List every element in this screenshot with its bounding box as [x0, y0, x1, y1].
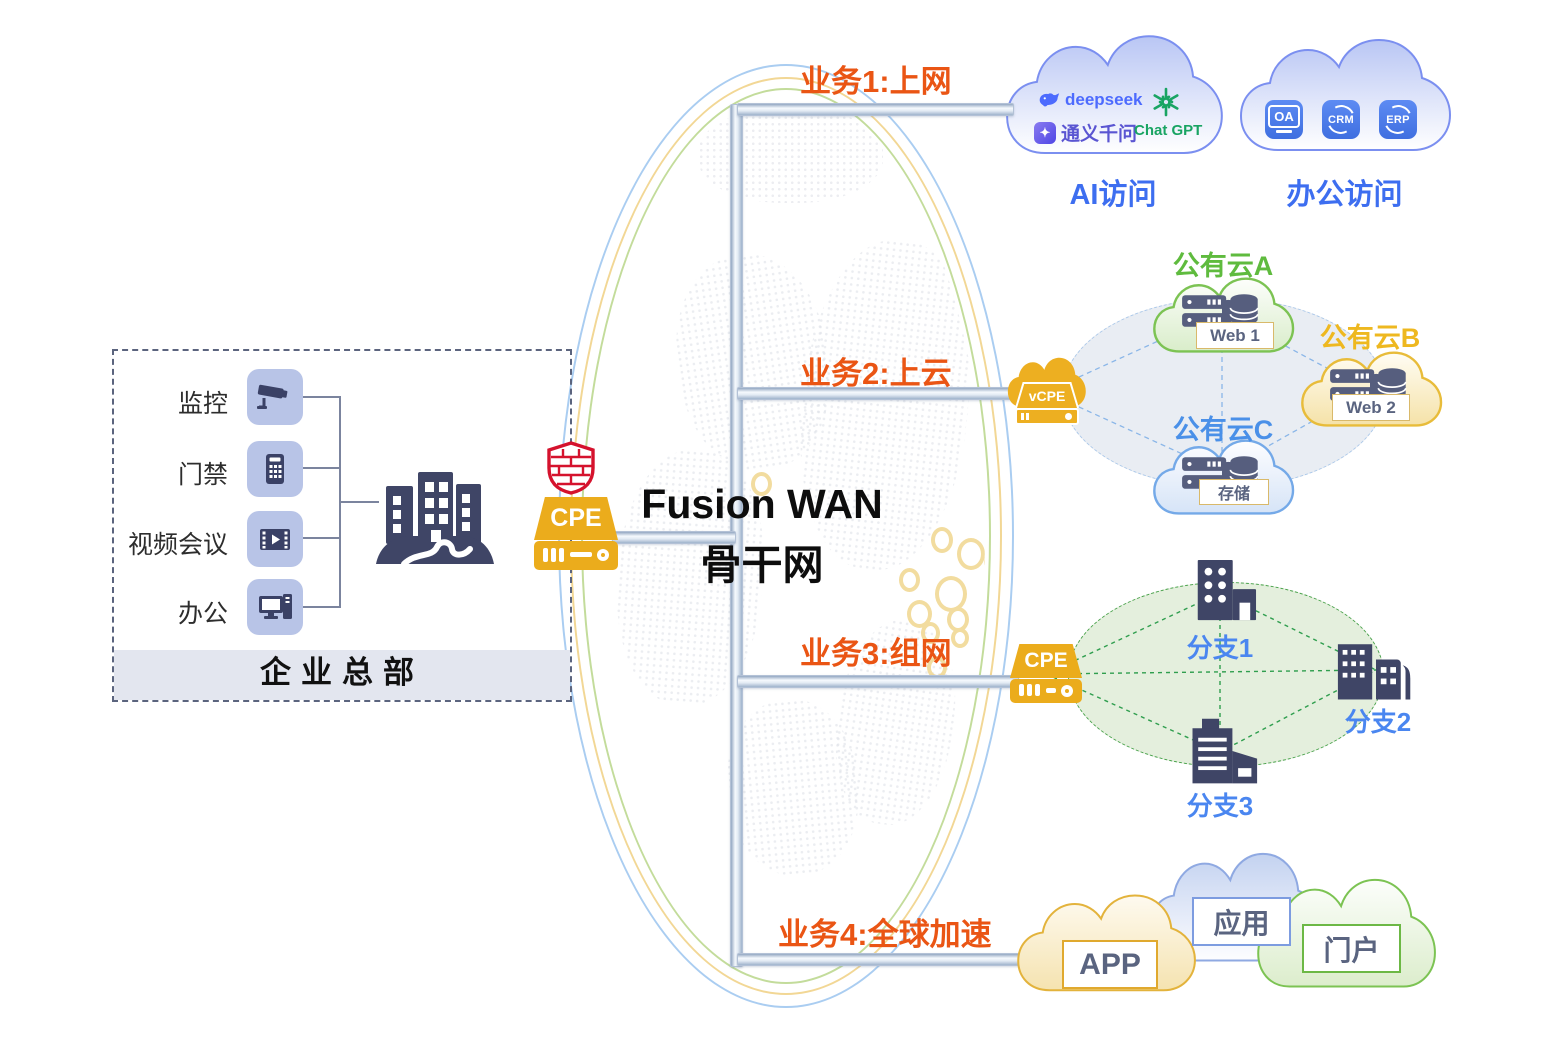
- application-tag: 应用: [1192, 897, 1291, 946]
- enterprise-hq-strip: [114, 650, 570, 700]
- hq-cpe-device: CPE: [534, 497, 618, 570]
- vcpe-device: vCPE: [1015, 382, 1079, 425]
- hq-item-label-office: 办公: [177, 600, 228, 628]
- branch1-label: 分支1: [1186, 633, 1254, 663]
- service2-label: 业务2:上云: [800, 356, 952, 391]
- hq-item-label-access: 门禁: [177, 461, 228, 489]
- web1-tag: Web 1: [1196, 322, 1274, 349]
- video-icon: [247, 511, 303, 567]
- service4-label: 业务4:全球加速: [778, 917, 992, 952]
- chatgpt-text: Chat GPT: [1134, 122, 1202, 139]
- branch-cpe-label: CPE: [1024, 649, 1068, 672]
- hq-connector: [303, 396, 341, 398]
- branch2-label: 分支2: [1344, 707, 1412, 737]
- web2-text: Web 2: [1346, 397, 1396, 417]
- hq-connector: [303, 467, 341, 469]
- oa-app-icon: OA: [1265, 100, 1303, 139]
- deepseek-text: deepseek: [1065, 90, 1143, 109]
- chatgpt-label: Chat GPT: [1134, 122, 1203, 139]
- crm-label: CRM: [1328, 113, 1354, 126]
- erp-app-icon: ERP: [1379, 100, 1417, 139]
- service3-label: 业务3:组网: [800, 636, 952, 671]
- web1-text: Web 1: [1210, 325, 1260, 345]
- service3-pipe: [737, 675, 1019, 688]
- storage-tag: 存储: [1199, 479, 1269, 505]
- application-text: 应用: [1213, 907, 1270, 939]
- branch3-building-icon: [1192, 718, 1258, 784]
- ai-cloud-label: AI访问: [1069, 179, 1157, 211]
- oa-monitor-stand: [1276, 130, 1292, 133]
- firewall-shield-icon: [547, 441, 595, 495]
- branch-cpe-device: CPE: [1010, 644, 1082, 703]
- vcpe-base: [1015, 408, 1079, 425]
- chatgpt-icon: [1153, 87, 1179, 117]
- backbone-title-line1: Fusion WAN: [641, 481, 883, 527]
- branch3-label: 分支3: [1186, 791, 1254, 821]
- qianwen-text: 通义千问: [1061, 124, 1138, 145]
- hq-connector: [303, 537, 341, 539]
- hq-item-label-monitoring: 监控: [177, 390, 228, 418]
- web2-tag: Web 2: [1332, 394, 1410, 421]
- hq-connector: [341, 501, 379, 503]
- qianwen-icon: [1034, 121, 1056, 144]
- desktop-icon: [247, 579, 303, 635]
- public-cloud-c-label: 公有云C: [1172, 415, 1274, 445]
- servers-database-icon: [1182, 294, 1259, 327]
- enterprise-hq-title: 企业总部: [260, 655, 424, 690]
- hq-connector: [303, 606, 341, 608]
- deepseek-logo: deepseek: [1038, 90, 1143, 110]
- branch1-building-icon: [1197, 559, 1257, 621]
- public-cloud-b-label: 公有云B: [1319, 323, 1421, 353]
- backbone-title-line2: 骨干网: [700, 542, 824, 588]
- branch2-building-icon: [1337, 644, 1411, 700]
- cctv-camera-icon: [247, 369, 303, 425]
- qianwen-logo: 通义千问: [1034, 119, 1137, 146]
- app-tag: APP: [1062, 940, 1158, 989]
- hq-connector: [339, 396, 341, 608]
- portal-tag: 门户: [1302, 924, 1401, 973]
- keypad-icon: [247, 441, 303, 497]
- branch-cpe-body: CPE: [1010, 644, 1082, 678]
- app-text: APP: [1079, 947, 1141, 981]
- portal-text: 门户: [1323, 934, 1380, 966]
- hq-item-label-videoconf: 视频会议: [127, 531, 228, 559]
- service1-label: 业务1:上网: [800, 64, 952, 99]
- hq-cpe-label: CPE: [550, 504, 602, 532]
- enterprise-hq-box: 企业总部: [112, 349, 572, 702]
- hq-building-icon: [376, 472, 494, 567]
- public-cloud-a-label: 公有云A: [1172, 251, 1274, 281]
- hq-cpe-base: [534, 541, 618, 570]
- vcpe-body: vCPE: [1015, 382, 1079, 408]
- vcpe-label: vCPE: [1017, 384, 1077, 408]
- service1-pipe: [737, 103, 1014, 116]
- backbone-title: Fusion WAN 骨干网: [612, 474, 912, 596]
- erp-label: ERP: [1386, 113, 1410, 126]
- office-cloud-label: 办公访问: [1286, 179, 1403, 211]
- crm-app-icon: CRM: [1322, 100, 1360, 139]
- storage-text: 存储: [1217, 486, 1250, 503]
- branch-cpe-base: [1010, 679, 1082, 703]
- oa-label: OA: [1268, 105, 1300, 128]
- hq-cpe-body: CPE: [534, 497, 618, 540]
- deepseek-whale-icon: [1039, 93, 1060, 107]
